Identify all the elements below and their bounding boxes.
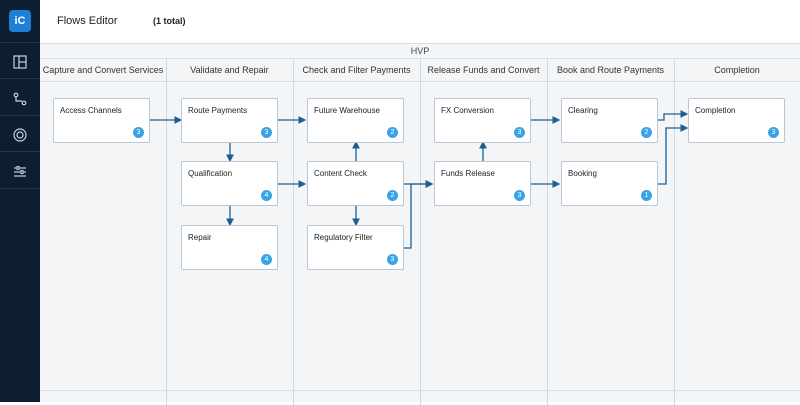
sidebar-divider (0, 151, 40, 152)
flow-node-qualification[interactable]: Qualification 4 (181, 161, 278, 206)
app-logo[interactable]: iC (9, 10, 31, 32)
sidebar-divider (0, 78, 40, 79)
column-header: Validate and Repair (166, 59, 293, 82)
column-divider (420, 59, 421, 405)
flow-node-future-warehouse[interactable]: Future Warehouse 2 (307, 98, 404, 143)
column-header: Capture and Convert Services (40, 59, 166, 82)
flow-count: (1 total) (153, 16, 186, 26)
node-count-badge: 3 (514, 190, 525, 201)
node-count-badge: 3 (261, 127, 272, 138)
flow-node-funds-release[interactable]: Funds Release 3 (434, 161, 531, 206)
node-label: Access Channels (60, 106, 122, 115)
column-divider (166, 59, 167, 405)
node-count-badge: 2 (387, 127, 398, 138)
node-label: Content Check (314, 169, 367, 178)
column-divider (547, 59, 548, 405)
target-icon[interactable] (12, 127, 28, 143)
column-divider (674, 59, 675, 405)
flow-node-access-channels[interactable]: Access Channels 3 (53, 98, 150, 143)
node-count-badge: 4 (261, 254, 272, 265)
settings-list-icon[interactable] (12, 164, 28, 180)
node-label: Completion (695, 106, 736, 115)
node-count-badge: 1 (641, 190, 652, 201)
page-header: Flows Editor (1 total) (40, 0, 800, 44)
flow-node-fx-conversion[interactable]: FX Conversion 3 (434, 98, 531, 143)
flow-node-completion[interactable]: Completion 3 (688, 98, 785, 143)
board-bottom-border (40, 390, 800, 391)
node-count-badge: 4 (261, 190, 272, 201)
node-label: Clearing (568, 106, 598, 115)
node-count-badge: 3 (514, 127, 525, 138)
node-count-badge: 2 (387, 190, 398, 201)
column-header: Release Funds and Convert (420, 59, 547, 82)
node-count-badge: 3 (133, 127, 144, 138)
flow-node-clearing[interactable]: Clearing 2 (561, 98, 658, 143)
page-title: Flows Editor (57, 15, 118, 27)
column-header: Completion (674, 59, 800, 82)
sidebar-divider (0, 115, 40, 116)
flow-node-repair[interactable]: Repair 4 (181, 225, 278, 270)
sidebar: iC (0, 0, 40, 402)
node-count-badge: 3 (768, 127, 779, 138)
flow-node-regulatory-filter[interactable]: Regulatory Filter 3 (307, 225, 404, 270)
column-header: Check and Filter Payments (293, 59, 420, 82)
flow-icon[interactable] (12, 91, 28, 107)
node-count-badge: 2 (641, 127, 652, 138)
sidebar-divider (0, 42, 40, 43)
node-label: Booking (568, 169, 597, 178)
connectors (150, 110, 689, 249)
flow-node-booking[interactable]: Booking 1 (561, 161, 658, 206)
node-label: Funds Release (441, 169, 495, 178)
column-divider (293, 59, 294, 405)
sidebar-divider (0, 188, 40, 189)
column-header: Book and Route Payments (547, 59, 674, 82)
flow-node-content-check[interactable]: Content Check 2 (307, 161, 404, 206)
node-label: Qualification (188, 169, 233, 178)
layout-icon[interactable] (12, 54, 28, 70)
node-label: Regulatory Filter (314, 233, 373, 242)
node-label: Repair (188, 233, 212, 242)
node-label: Route Payments (188, 106, 248, 115)
flow-node-route-payments[interactable]: Route Payments 3 (181, 98, 278, 143)
node-label: FX Conversion (441, 106, 494, 115)
flow-board: HVP Capture and Convert Services Validat… (40, 44, 800, 405)
node-label: Future Warehouse (314, 106, 380, 115)
node-count-badge: 3 (387, 254, 398, 265)
group-label: HVP (40, 44, 800, 59)
